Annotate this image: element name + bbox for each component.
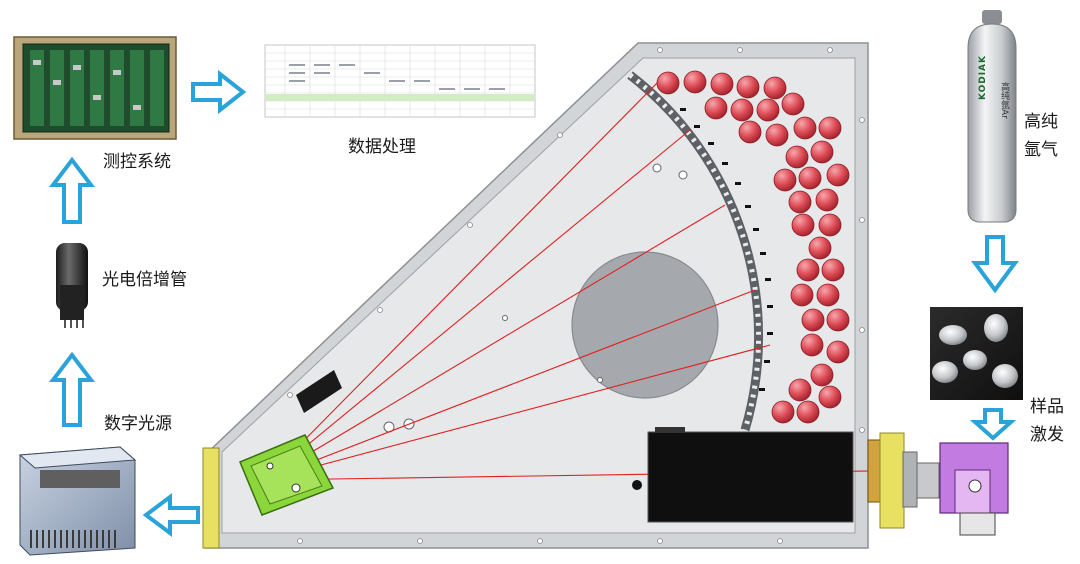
label-argon-line2: 氩气: [1024, 140, 1058, 160]
diffraction-grating: [239, 434, 335, 516]
photomultiplier-tube: [56, 243, 88, 328]
detector-electronics-box: [632, 427, 854, 523]
mounting-holes: [383, 163, 688, 433]
spectrometer-housing: [202, 42, 869, 549]
label-sample-line1: 样品: [1030, 397, 1064, 417]
cylinder-brand-text: KODIAK: [978, 55, 988, 100]
label-control-system: 测控系统: [103, 152, 171, 172]
data-spreadsheet: [264, 44, 536, 118]
central-disc: [571, 251, 719, 399]
exit-slits: [680, 108, 773, 391]
argon-cylinder: [967, 10, 1017, 223]
control-system-unit: [13, 36, 177, 140]
excitation-stand: [867, 432, 1009, 536]
pmt-balls: [656, 70, 850, 424]
label-data-processing: 数据处理: [348, 137, 416, 157]
cylinder-label-text: 高纯氩Ar: [999, 82, 1009, 119]
rowland-circle-slits: [628, 73, 761, 431]
label-pmt: 光电倍增管: [102, 270, 187, 290]
flow-arrows: [48, 69, 1019, 537]
label-argon-line1: 高纯: [1024, 112, 1058, 132]
label-digital-source: 数字光源: [104, 414, 172, 434]
digital-source-unit: [18, 446, 137, 556]
sample-discs: [930, 307, 1023, 400]
entrance-bracket: [296, 370, 342, 413]
label-sample-line2: 激发: [1030, 425, 1064, 445]
